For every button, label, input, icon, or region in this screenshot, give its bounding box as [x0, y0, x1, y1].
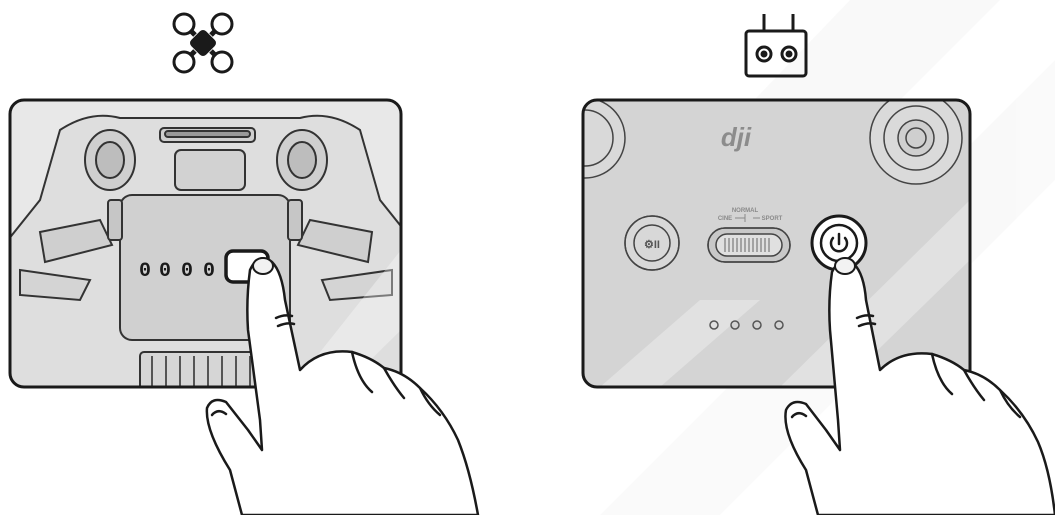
- flight-mode-cine-label: CINE: [718, 216, 732, 222]
- battery-level-leds: 0 0 0 0: [139, 260, 215, 283]
- flight-mode-sport-label: SPORT: [762, 216, 783, 222]
- dji-logo: dji: [721, 122, 752, 152]
- flight-mode-normal-label: NORMAL: [732, 208, 759, 214]
- drone-battery-panel: [8, 98, 403, 389]
- left-pointing-hand: [205, 257, 480, 515]
- status-led-4: [774, 320, 784, 330]
- battery-led-3: 0: [181, 260, 193, 283]
- flight-mode-switch[interactable]: [707, 227, 791, 263]
- flight-mode-ticks: [735, 214, 760, 222]
- status-led-1: [709, 320, 719, 330]
- power-icon: [829, 232, 849, 253]
- remote-controller-icon: [744, 14, 808, 78]
- controller-power-button[interactable]: [810, 214, 868, 272]
- status-led-2: [730, 320, 740, 330]
- controller-panel: ⚙II: [581, 98, 972, 389]
- drone-icon: [172, 12, 234, 74]
- battery-led-2: 0: [159, 260, 171, 283]
- battery-led-1: 0: [139, 260, 151, 283]
- svg-text:⚙II: ⚙II: [644, 239, 660, 251]
- right-pointing-hand: [784, 257, 1055, 515]
- controller-status-leds: [709, 320, 784, 330]
- battery-led-4: 0: [203, 260, 215, 283]
- return-to-home-button[interactable]: [624, 215, 680, 271]
- status-led-3: [752, 320, 762, 330]
